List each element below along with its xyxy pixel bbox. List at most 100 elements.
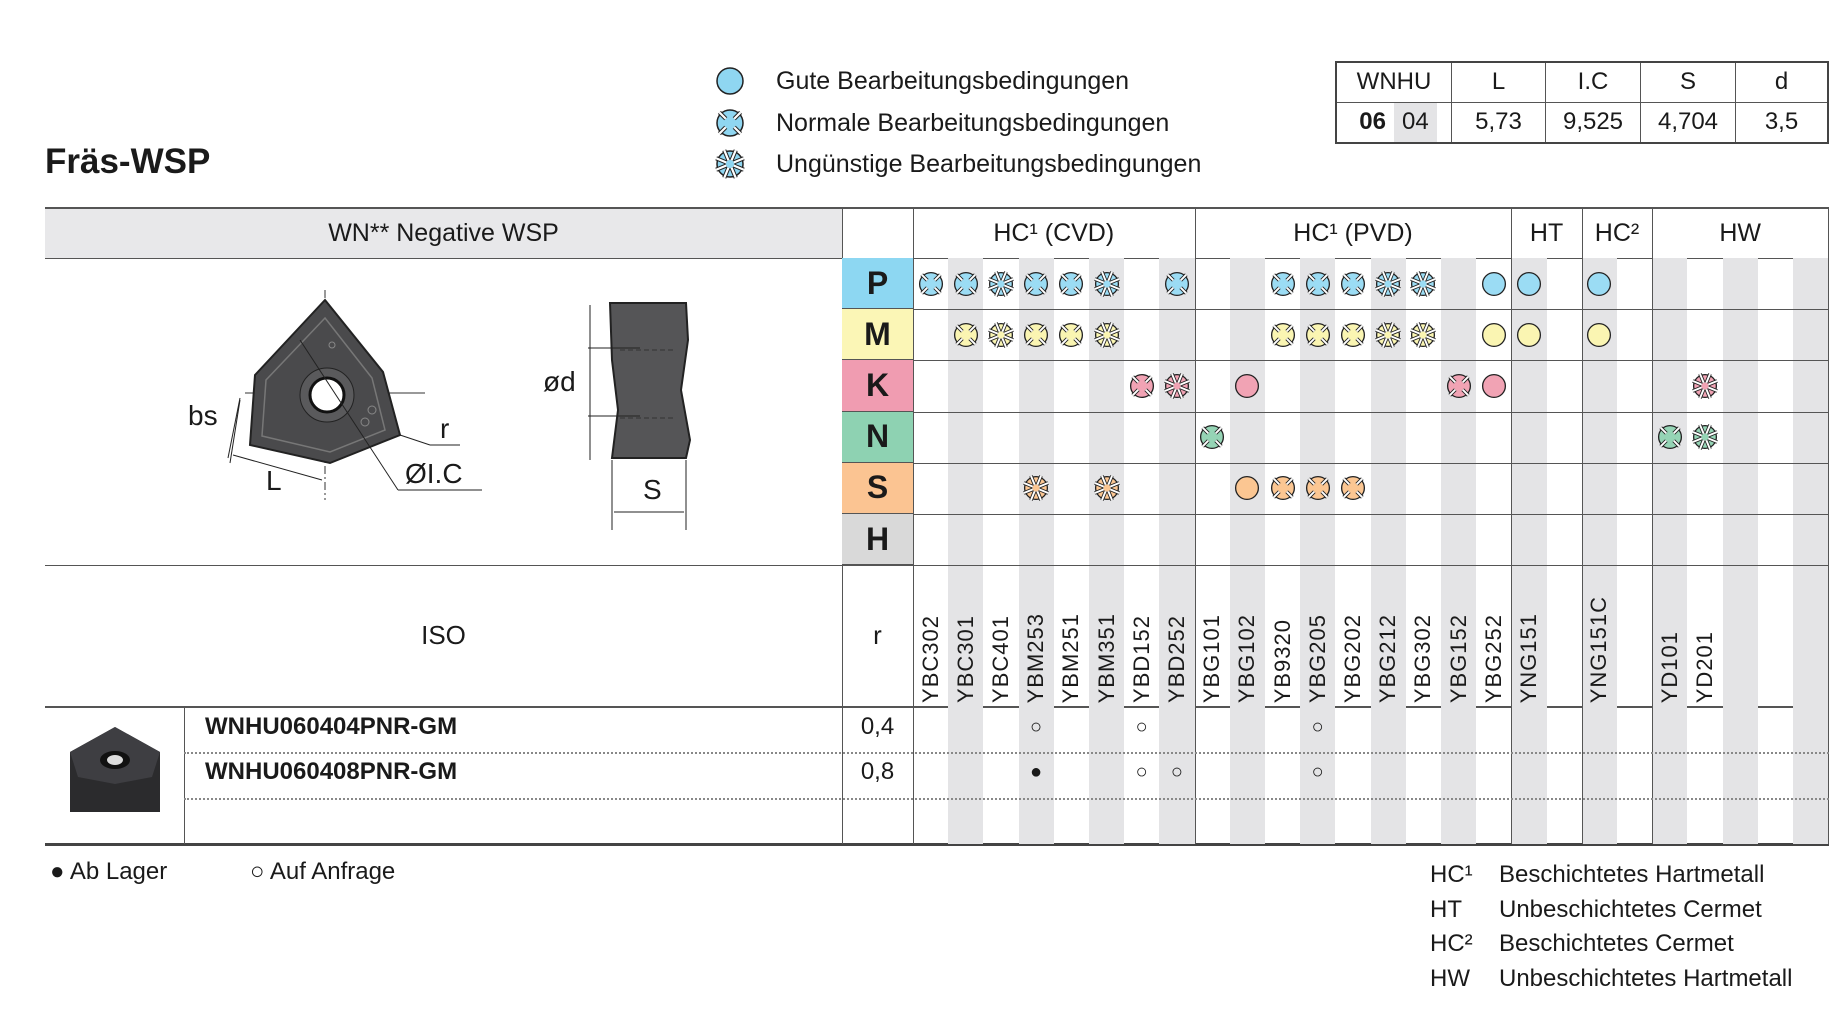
column-stripe (1089, 258, 1125, 844)
grade-name: YBG202 (1339, 613, 1365, 703)
table-rule (45, 258, 1829, 259)
normal-conditions-icon (1164, 271, 1190, 296)
column-stripe (1018, 258, 1054, 844)
column-stripe (948, 258, 984, 844)
unfavorable-conditions-icon (1023, 475, 1050, 502)
spec-header: d (1736, 63, 1827, 103)
normal-conditions-icon (1340, 271, 1366, 296)
grade-label: YBG202 (1335, 580, 1370, 703)
normal-conditions-icon (1024, 322, 1049, 347)
normal-conditions-icon (1657, 425, 1682, 450)
grade-label: YBG152 (1441, 580, 1476, 703)
material-K: K (842, 360, 913, 412)
grade-name: YNG151 (1515, 612, 1541, 703)
unfavorable-conditions-icon (715, 149, 745, 179)
ic-label: ØI.C (405, 458, 463, 489)
row-divider (913, 309, 1829, 311)
radius-value: 0,4 (860, 713, 895, 740)
material-desc: Unbeschichtetes Cermet (1499, 896, 1762, 923)
legend-label: Ungünstige Bearbeitungsbedingungen (776, 149, 1202, 178)
on-request-icon: ○ (1030, 716, 1043, 738)
on-request-icon: ○ (1170, 761, 1183, 783)
on-request-icon: ○ (1311, 716, 1324, 738)
grade-label: YBM351 (1089, 580, 1124, 703)
unfavorable-conditions-icon (1692, 373, 1718, 399)
table-rule (913, 208, 914, 844)
normal-conditions-icon (1305, 271, 1330, 296)
material-code: HC¹ (1430, 861, 1473, 888)
d-label: ød (543, 366, 576, 397)
r-column-label: r (873, 620, 882, 650)
group-divider (1652, 208, 1654, 844)
material-code: HT (1430, 896, 1462, 923)
normal-conditions-icon (1340, 476, 1366, 501)
column-stripe (1793, 258, 1829, 844)
material-P: P (842, 258, 913, 310)
normal-conditions-icon (1305, 322, 1330, 347)
normal-conditions-icon (1024, 271, 1049, 296)
group-divider (1194, 208, 1196, 844)
legend-on-request: ○ Auf Anfrage (250, 858, 396, 885)
grade-label: YBC302 (913, 580, 948, 703)
l-label: L (266, 465, 282, 496)
iso-label: ISO (421, 620, 466, 650)
column-stripe (1441, 258, 1477, 844)
grade-label: YNG151C (1582, 580, 1617, 703)
unfavorable-conditions-icon (1093, 475, 1120, 502)
unfavorable-conditions-icon (1375, 270, 1402, 297)
group-header-4: HW (1719, 218, 1762, 247)
unfavorable-conditions-icon (1093, 270, 1120, 297)
good-conditions-icon (1235, 476, 1260, 501)
legend-in-stock: ● Ab Lager (50, 858, 168, 885)
grade-name: YBC301 (952, 615, 978, 703)
grade-name: YBG252 (1480, 613, 1506, 703)
grade-name: YBD152 (1128, 615, 1154, 703)
good-conditions-icon (1481, 271, 1506, 296)
normal-conditions-icon (1129, 373, 1154, 399)
good-conditions-icon (1481, 322, 1506, 347)
material-S: S (842, 462, 913, 514)
table-rule (45, 207, 1829, 209)
good-conditions-icon (1587, 271, 1612, 296)
unfavorable-conditions-icon (988, 270, 1014, 297)
grade-label: YBM251 (1054, 580, 1089, 703)
grade-name: YBM351 (1093, 612, 1119, 703)
grade-name: YBG212 (1375, 613, 1401, 703)
row-divider (913, 360, 1829, 362)
grade-name: YBC401 (987, 615, 1013, 703)
grade-label: YB9320 (1265, 580, 1300, 703)
grade-label: YBD152 (1124, 580, 1159, 703)
group-divider (1581, 208, 1583, 844)
product-name[interactable]: WNHU060404PNR-GM (205, 713, 458, 740)
normal-conditions-icon (716, 109, 744, 137)
grade-name: YBD252 (1163, 615, 1189, 703)
grade-label: YD201 (1687, 580, 1722, 703)
material-desc: Beschichtetes Cermet (1499, 930, 1734, 957)
group-header-1: HC¹ (PVD) (1293, 218, 1413, 247)
column-stripe (1159, 258, 1195, 844)
grade-label: YBG302 (1406, 580, 1441, 703)
product-name[interactable]: WNHU060408PNR-GM (205, 758, 458, 785)
column-stripe (1581, 258, 1617, 844)
spec-header: I.C (1546, 63, 1641, 103)
unfavorable-conditions-icon (1410, 321, 1437, 348)
unfavorable-conditions-icon (1164, 373, 1190, 399)
material-N: N (842, 411, 913, 463)
material-M: M (842, 309, 913, 361)
good-conditions-icon (716, 67, 744, 95)
normal-conditions-icon (1446, 373, 1471, 399)
legend-good: Gute Bearbeitungsbedingungen (714, 63, 1129, 99)
good-conditions-icon (1516, 271, 1542, 296)
column-stripe (1652, 258, 1688, 844)
normal-conditions-icon (1059, 322, 1084, 347)
normal-conditions-icon (953, 322, 978, 347)
size-code: 06 (1359, 108, 1386, 136)
insert-side-view-drawing (588, 302, 692, 530)
grade-name: YBM253 (1023, 612, 1049, 703)
left-header: WN** Negative WSP (328, 218, 559, 247)
unfavorable-conditions-icon (1692, 424, 1718, 451)
group-header-2: HT (1529, 218, 1564, 247)
grade-name: YB9320 (1269, 618, 1295, 703)
left-header-band (45, 208, 842, 258)
